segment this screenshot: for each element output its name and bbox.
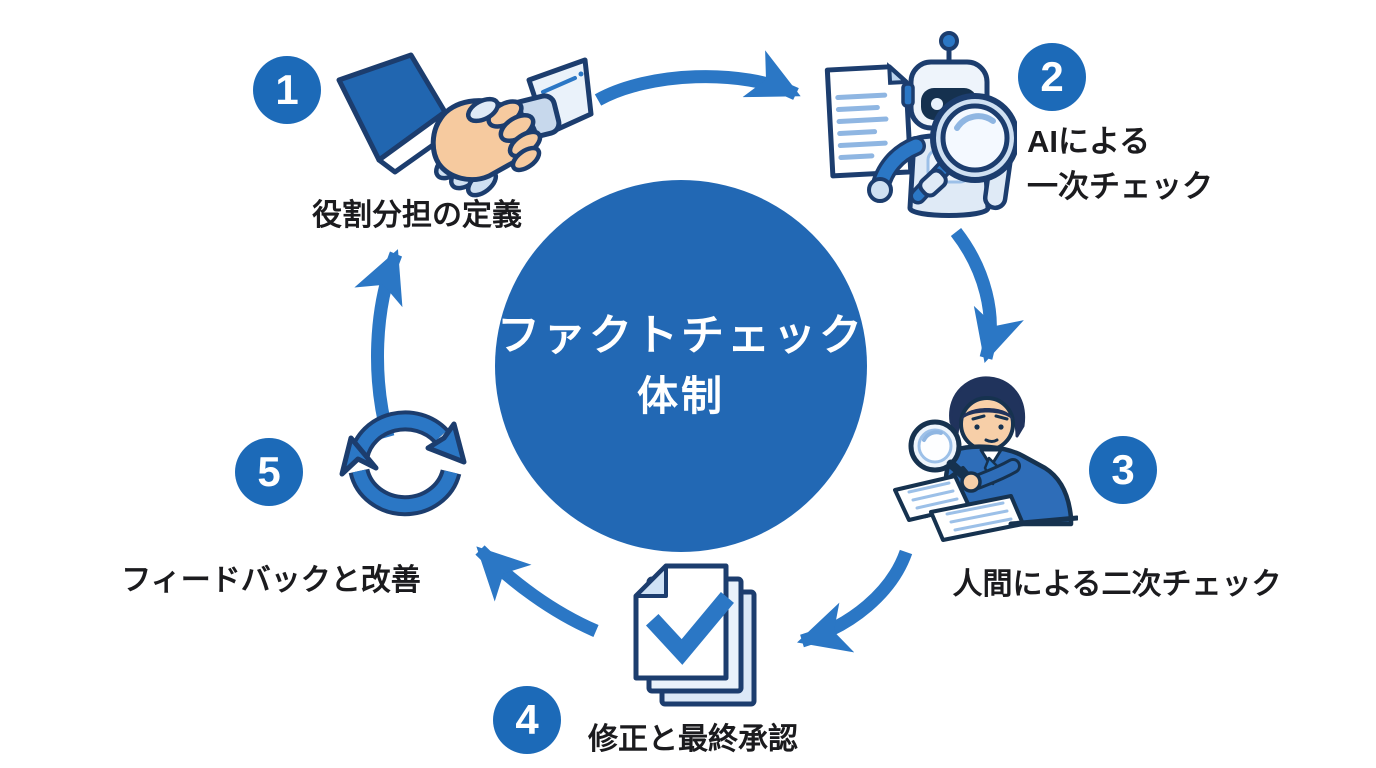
flow-arrow-1-2 bbox=[594, 50, 801, 106]
step-1-label: 役割分担の定義 bbox=[312, 199, 522, 232]
step-5-number-badge: 5 bbox=[235, 438, 303, 506]
step-5-label: フィードバックと改善 bbox=[121, 564, 421, 597]
step-4-label: 修正と最終承認 bbox=[588, 723, 798, 756]
flow-arrow-3-4 bbox=[797, 549, 913, 653]
step-1-number-badge: 1 bbox=[253, 56, 321, 124]
step-2-label: AIによる 一次チェック bbox=[1027, 120, 1213, 210]
diagram-title-line-1: ファクトチェック bbox=[497, 312, 865, 361]
step-4-number-badge: 4 bbox=[493, 686, 561, 754]
step-2-label-line-1: AIによる bbox=[1027, 124, 1151, 159]
center-circle: ファクトチェック 体制 bbox=[495, 180, 867, 552]
robot-magnifier-icon bbox=[824, 31, 1017, 218]
human-reviewer-icon bbox=[893, 376, 1078, 542]
step-2-label-line-2: 一次チェック bbox=[1027, 168, 1213, 204]
approved-documents-icon bbox=[633, 563, 757, 707]
step-3-number-badge: 3 bbox=[1089, 436, 1157, 504]
diagram-title-line-2: 体制 bbox=[637, 373, 725, 420]
flow-arrow-4-5 bbox=[475, 545, 599, 637]
step-2-number-badge: 2 bbox=[1018, 43, 1086, 111]
handshake-icon bbox=[336, 52, 594, 198]
step-3-label: 人間による二次チェック bbox=[952, 568, 1282, 601]
feedback-cycle-icon bbox=[339, 410, 467, 517]
flow-arrow-2-3 bbox=[950, 228, 1024, 364]
